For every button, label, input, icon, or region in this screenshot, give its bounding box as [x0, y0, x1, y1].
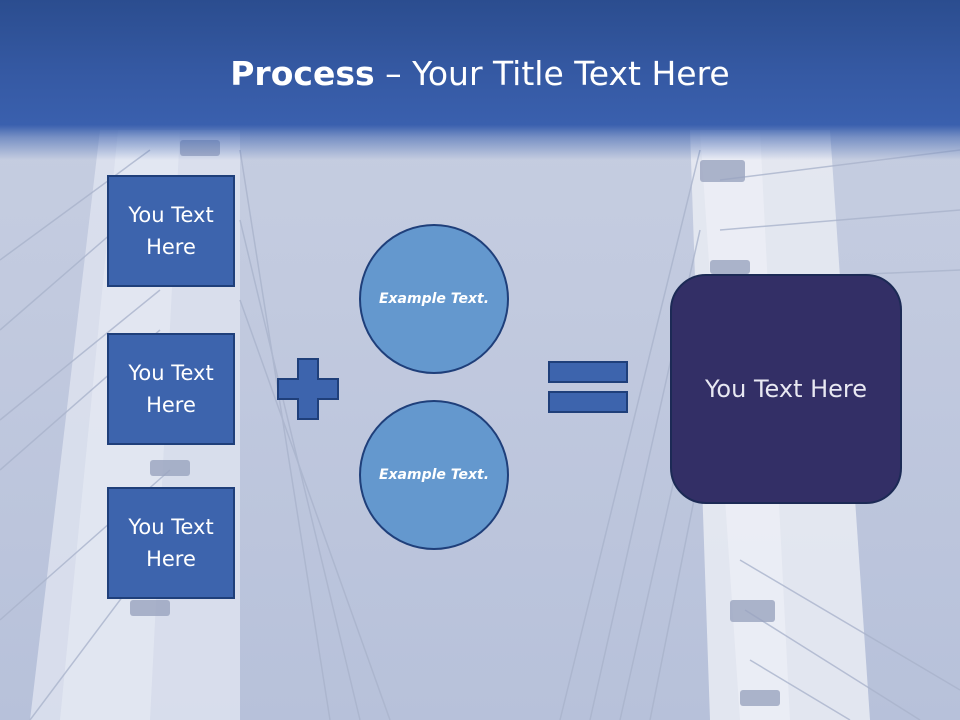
slide-title: Process – Your Title Text Here: [0, 52, 960, 96]
plus-sign: [277, 358, 339, 420]
title-bold: Process: [230, 54, 375, 93]
input-box-3: You Text Here: [107, 487, 235, 599]
example-circle-1: Example Text.: [359, 224, 509, 374]
title-rest: – Your Title Text Here: [374, 54, 730, 93]
input-box-1: You Text Here: [107, 175, 235, 287]
result-box: You Text Here: [670, 274, 902, 504]
input-box-2: You Text Here: [107, 333, 235, 445]
equals-sign: [548, 361, 628, 413]
header-band: [0, 0, 960, 160]
example-circle-2: Example Text.: [359, 400, 509, 550]
